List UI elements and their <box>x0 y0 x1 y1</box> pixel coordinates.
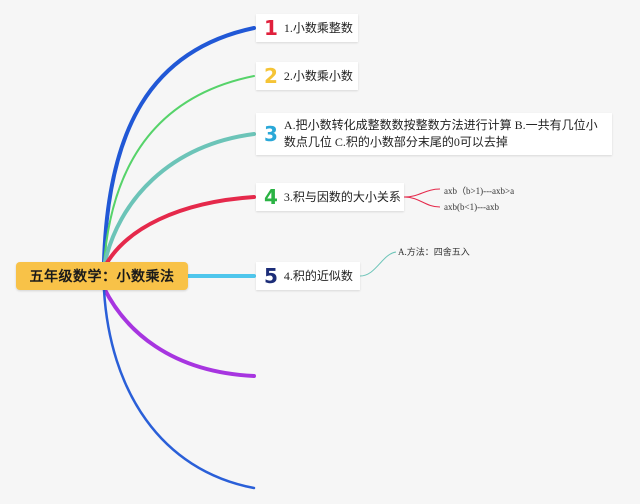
topic-node-5[interactable]: 5 4.积的近似数 <box>256 262 360 290</box>
topic-node-1[interactable]: 1 1.小数乘整数 <box>256 14 358 42</box>
topic-node-3[interactable]: 3 A.把小数转化成整数数按整数方法进行计算 B.一共有几位小数点几位 C.积的… <box>256 113 612 155</box>
root-topic-label: 五年级数学：小数乘法 <box>29 269 175 285</box>
branch-line-2 <box>103 75 255 265</box>
number-2-icon: 2 <box>264 64 278 88</box>
subtopic-4b[interactable]: axb(b<1)---axb <box>444 202 500 212</box>
topic-node-4[interactable]: 4 3.积与因数的大小关系 <box>256 183 404 211</box>
topic-text-4: 3.积与因数的大小关系 <box>283 189 401 204</box>
branch-line-7 <box>102 288 256 490</box>
branch-line-6 <box>102 286 256 378</box>
number-4-icon: 4 <box>264 185 278 209</box>
topic-text-5: 4.积的近似数 <box>283 268 353 283</box>
number-5-icon: 5 <box>264 264 278 288</box>
subtopic-5a[interactable]: A.方法：四舍五入 <box>398 247 470 257</box>
topic-text-1: 1.小数乘整数 <box>283 20 353 35</box>
sub-line-4b <box>403 196 441 208</box>
root-topic[interactable]: 五年级数学：小数乘法 <box>16 262 188 290</box>
sub-line-5a <box>359 251 397 277</box>
subtopic-4a[interactable]: axb（b>1)---axb>a <box>444 186 515 196</box>
branch-line-1 <box>102 26 256 264</box>
topic-text-2: 2.小数乘小数 <box>283 68 353 83</box>
sub-line-4a <box>403 188 441 198</box>
number-3-icon: 3 <box>264 122 278 146</box>
branch-line-4 <box>102 195 256 270</box>
number-1-icon: 1 <box>264 16 278 40</box>
topic-node-2[interactable]: 2 2.小数乘小数 <box>256 62 358 90</box>
branch-line-3 <box>102 132 256 268</box>
topic-text-3: A.把小数转化成整数数按整数方法进行计算 B.一共有几位小数点几位 C.积的小数… <box>283 118 598 149</box>
